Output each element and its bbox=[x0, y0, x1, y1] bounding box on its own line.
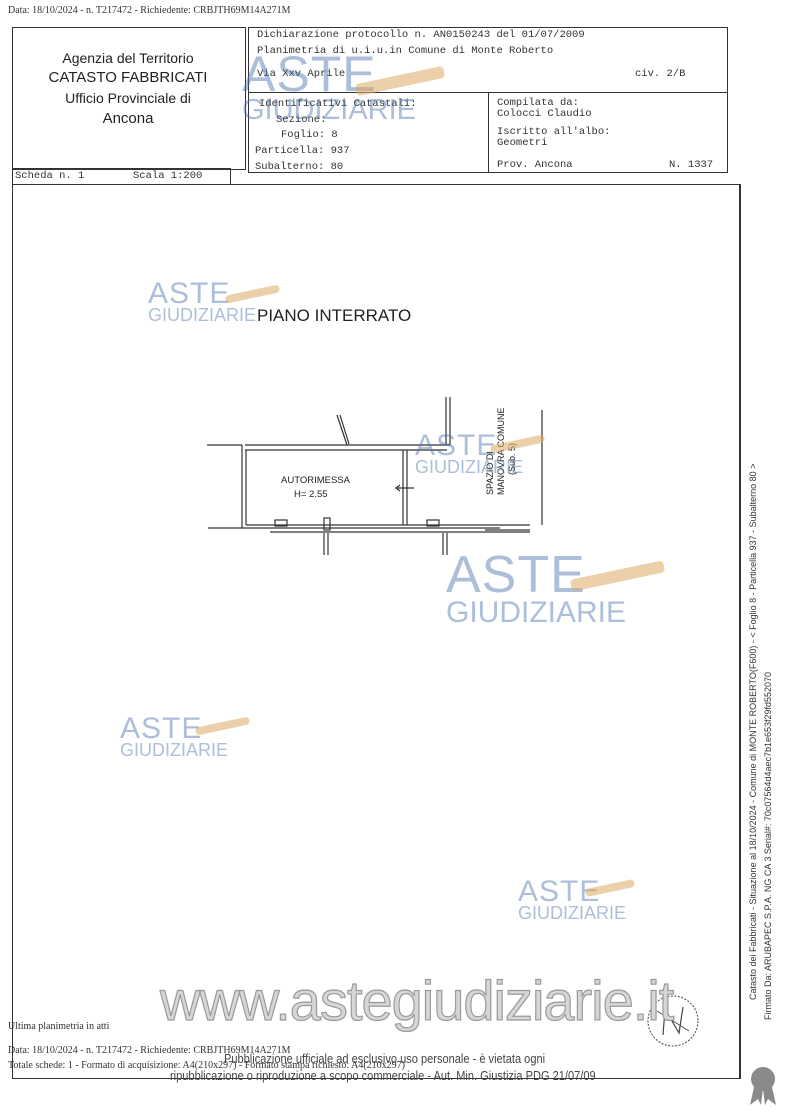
pillar bbox=[274, 519, 288, 527]
subalterno: Subalterno: 80 bbox=[255, 161, 344, 173]
watermark-logo: ASTE GIUDIZIARIE bbox=[242, 46, 417, 126]
particella: Particella: 937 bbox=[255, 145, 350, 157]
floor-plan bbox=[207, 397, 543, 555]
footer-request-line: Data: 18/10/2024 - n. T217472 - Richiede… bbox=[8, 1045, 291, 1056]
watermark-aste: ASTE bbox=[148, 277, 231, 310]
side-line-1: Catasto dei Fabbricati - Situazione al 1… bbox=[748, 463, 758, 1000]
watermark-giudiziarie: GIUDIZIARIE bbox=[148, 305, 257, 325]
publication-notice-line2: ripubblicazione o riproduzione a scopo c… bbox=[170, 1068, 596, 1083]
compilata-label: Compilata da: bbox=[497, 97, 579, 109]
room-height: H= 2.55 bbox=[294, 489, 328, 500]
watermark-giudiziarie: GIUDIZIARIE bbox=[415, 457, 524, 477]
watermark-aste: ASTE bbox=[415, 429, 498, 462]
office-label: Ufficio Provinciale di bbox=[65, 90, 191, 106]
wall bbox=[339, 414, 350, 445]
room-name: AUTORIMESSA bbox=[281, 475, 350, 486]
pillar bbox=[426, 519, 440, 527]
watermark-logo: ASTE GIUDIZIARIE bbox=[148, 277, 257, 325]
province: Prov. Ancona bbox=[497, 159, 573, 171]
scheda-number: Scheda n. 1 bbox=[15, 170, 85, 182]
top-request-line: Data: 18/10/2024 - n. T217472 - Richiede… bbox=[8, 5, 291, 16]
register-number: N. 1337 bbox=[669, 159, 714, 171]
pillar bbox=[323, 517, 331, 531]
protocol-line: Dichiarazione protocollo n. AN0150243 de… bbox=[257, 29, 585, 41]
compilata-name: Colocci Claudio bbox=[497, 108, 592, 120]
iscritto-value: Geometri bbox=[497, 137, 548, 149]
watermark-giudiziarie: GIUDIZIARIE bbox=[446, 595, 627, 629]
watermark-giudiziarie: GIUDIZIARIE bbox=[518, 903, 627, 923]
catasto-title: CATASTO FABBRICATI bbox=[48, 69, 208, 86]
scheda-box: Scheda n. 1 Scala 1:200 bbox=[12, 168, 231, 185]
watermark-giudiziarie: GIUDIZIARIE bbox=[120, 740, 229, 760]
watermark-aste: ASTE bbox=[242, 46, 377, 102]
publication-notice-line1: Pubblicazione ufficiale ad esclusivo uso… bbox=[224, 1051, 546, 1066]
sezione: Sezione: bbox=[276, 114, 327, 126]
watermark-logo: ASTE GIUDIZIARIE bbox=[415, 429, 524, 477]
watermark-aste: ASTE bbox=[446, 546, 586, 604]
identificativi-label: Identificativi Catastali: bbox=[259, 98, 417, 110]
watermark-logo: ASTE GIUDIZIARIE bbox=[446, 546, 627, 629]
scale: Scala 1:200 bbox=[133, 170, 203, 182]
watermark-url: www.astegiudiziarie.it bbox=[159, 968, 675, 1032]
side-line-2: Firmato Da: ARUBAPEC S.P.A. NG CA 3 Seri… bbox=[763, 671, 773, 1020]
footer-format-line: Totale schede: 1 - Formato di acquisizio… bbox=[8, 1060, 405, 1071]
last-plan-note: Ultima planimetria in atti bbox=[8, 1021, 110, 1032]
drawing-frame bbox=[12, 184, 741, 1079]
agency-box: Agenzia del Territorio CATASTO FABBRICAT… bbox=[12, 27, 246, 170]
address: Via Xxv Aprile bbox=[257, 68, 346, 80]
floor-title: PIANO INTERRATO bbox=[257, 306, 412, 325]
signature-seal-icon bbox=[750, 1067, 776, 1105]
door-arrow bbox=[395, 484, 401, 492]
planimetria-line: Planimetria di u.i.u.in Comune di Monte … bbox=[257, 45, 554, 57]
wall bbox=[336, 414, 348, 446]
foglio: Foglio: 8 bbox=[281, 129, 338, 141]
watermark-aste: ASTE bbox=[120, 712, 203, 745]
iscritto-label: Iscritto all'albo: bbox=[497, 126, 611, 138]
divider bbox=[488, 92, 489, 172]
agency-name: Agenzia del Territorio bbox=[62, 50, 194, 66]
watermark-logo: ASTE GIUDIZIARIE bbox=[120, 712, 229, 760]
declaration-box: Dichiarazione protocollo n. AN0150243 de… bbox=[248, 27, 728, 173]
north-arrow-icon bbox=[647, 995, 699, 1047]
watermark-giudiziarie: GIUDIZIARIE bbox=[242, 94, 417, 126]
civic-number: civ. 2/B bbox=[635, 68, 686, 80]
office-city: Ancona bbox=[102, 110, 154, 127]
side-certification: Catasto dei Fabbricati - Situazione al 1… bbox=[746, 464, 776, 1020]
watermark-logo: ASTE GIUDIZIARIE bbox=[518, 877, 627, 923]
